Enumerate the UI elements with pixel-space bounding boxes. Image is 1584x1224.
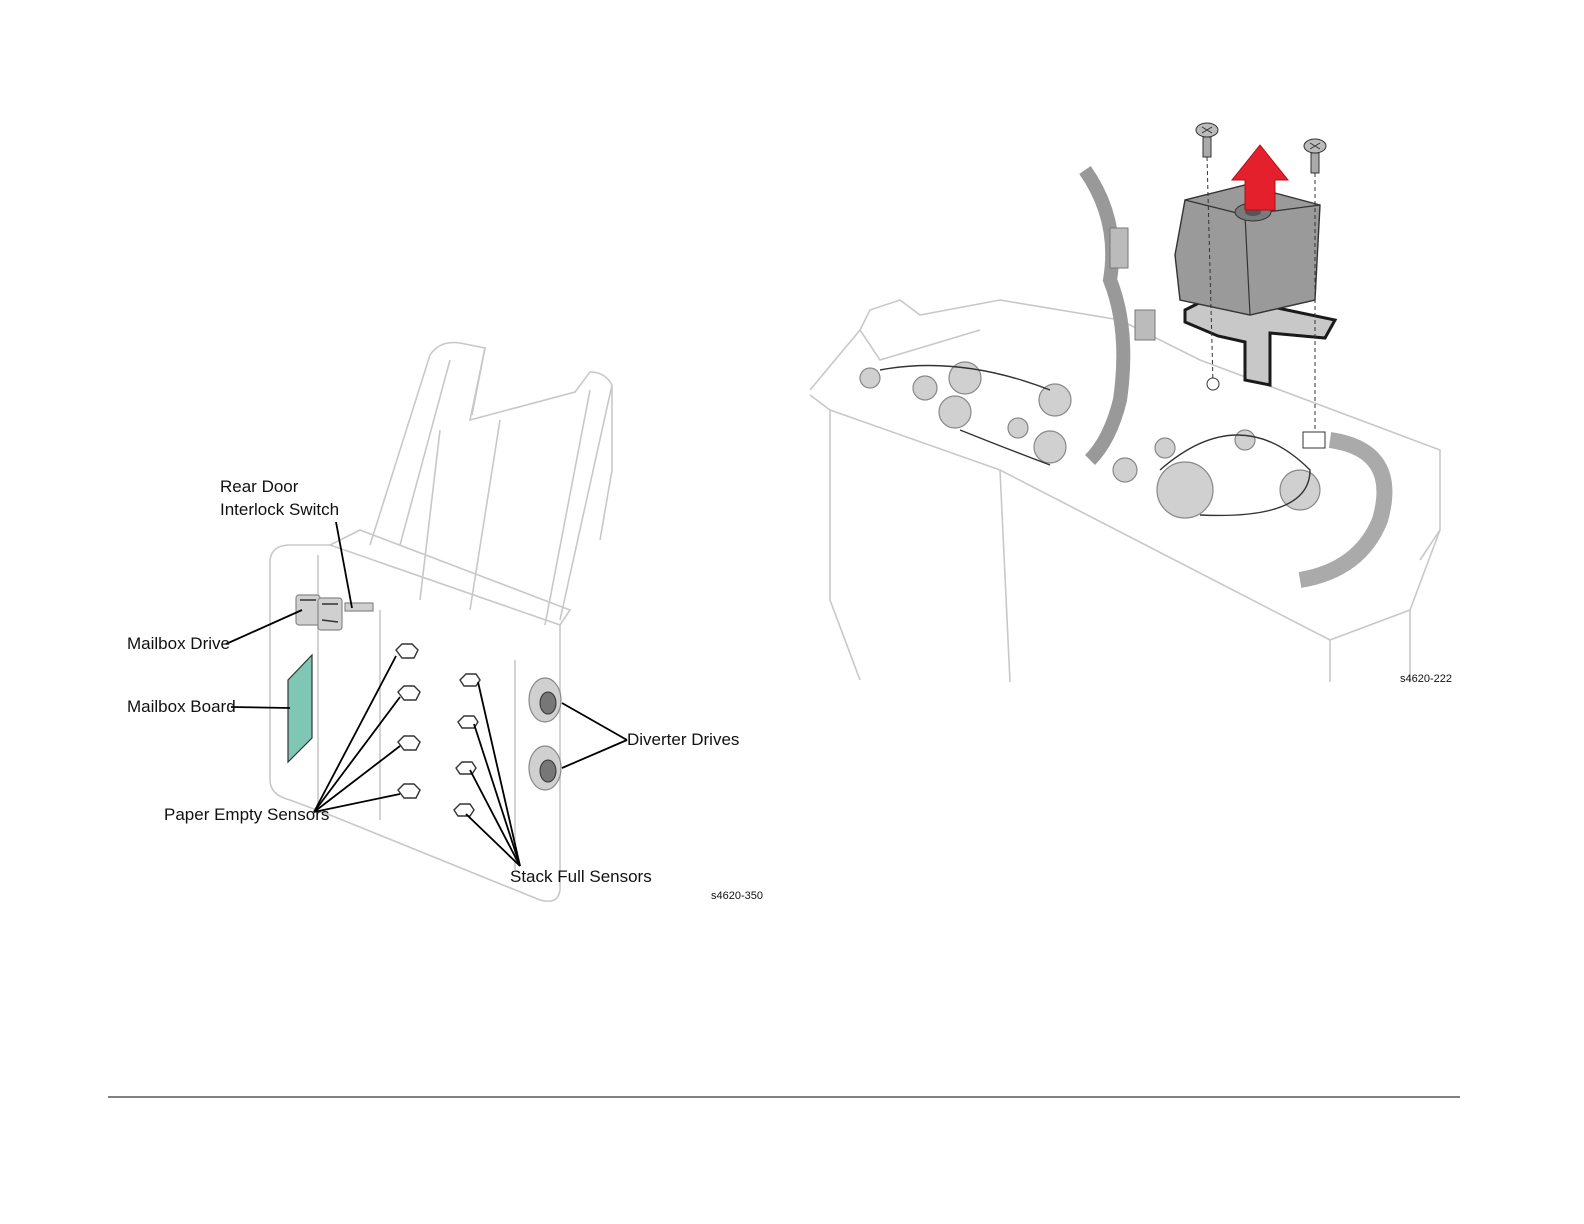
gear-train <box>860 362 1320 518</box>
rear-door-label-line2: Interlock Switch <box>220 500 339 519</box>
mailbox-diagram: Rear Door Interlock Switch Mailbox Drive… <box>127 343 763 903</box>
motor-removal-diagram: s4620-222 <box>810 123 1452 685</box>
mailbox-board-part <box>288 655 312 762</box>
figure-id-left: s4620-350 <box>711 890 763 902</box>
figure-id-right: s4620-222 <box>1400 673 1452 685</box>
paper-empty-sensor-parts <box>396 644 420 798</box>
diverter-drive-parts <box>529 678 561 790</box>
rear-door-label-line1: Rear Door <box>220 477 299 496</box>
mailbox-unit-body <box>270 530 570 901</box>
stack-full-sensors-label: Stack Full Sensors <box>510 867 652 886</box>
stack-full-sensor-parts <box>454 674 480 816</box>
mailbox-drive-label: Mailbox Drive <box>127 634 230 653</box>
mailbox-drive-part <box>296 595 373 630</box>
mailbox-board-label: Mailbox Board <box>127 697 236 716</box>
mailbox-tray-outline <box>370 343 612 626</box>
diverter-drives-label: Diverter Drives <box>627 730 739 749</box>
paper-empty-sensors-label: Paper Empty Sensors <box>164 805 329 824</box>
